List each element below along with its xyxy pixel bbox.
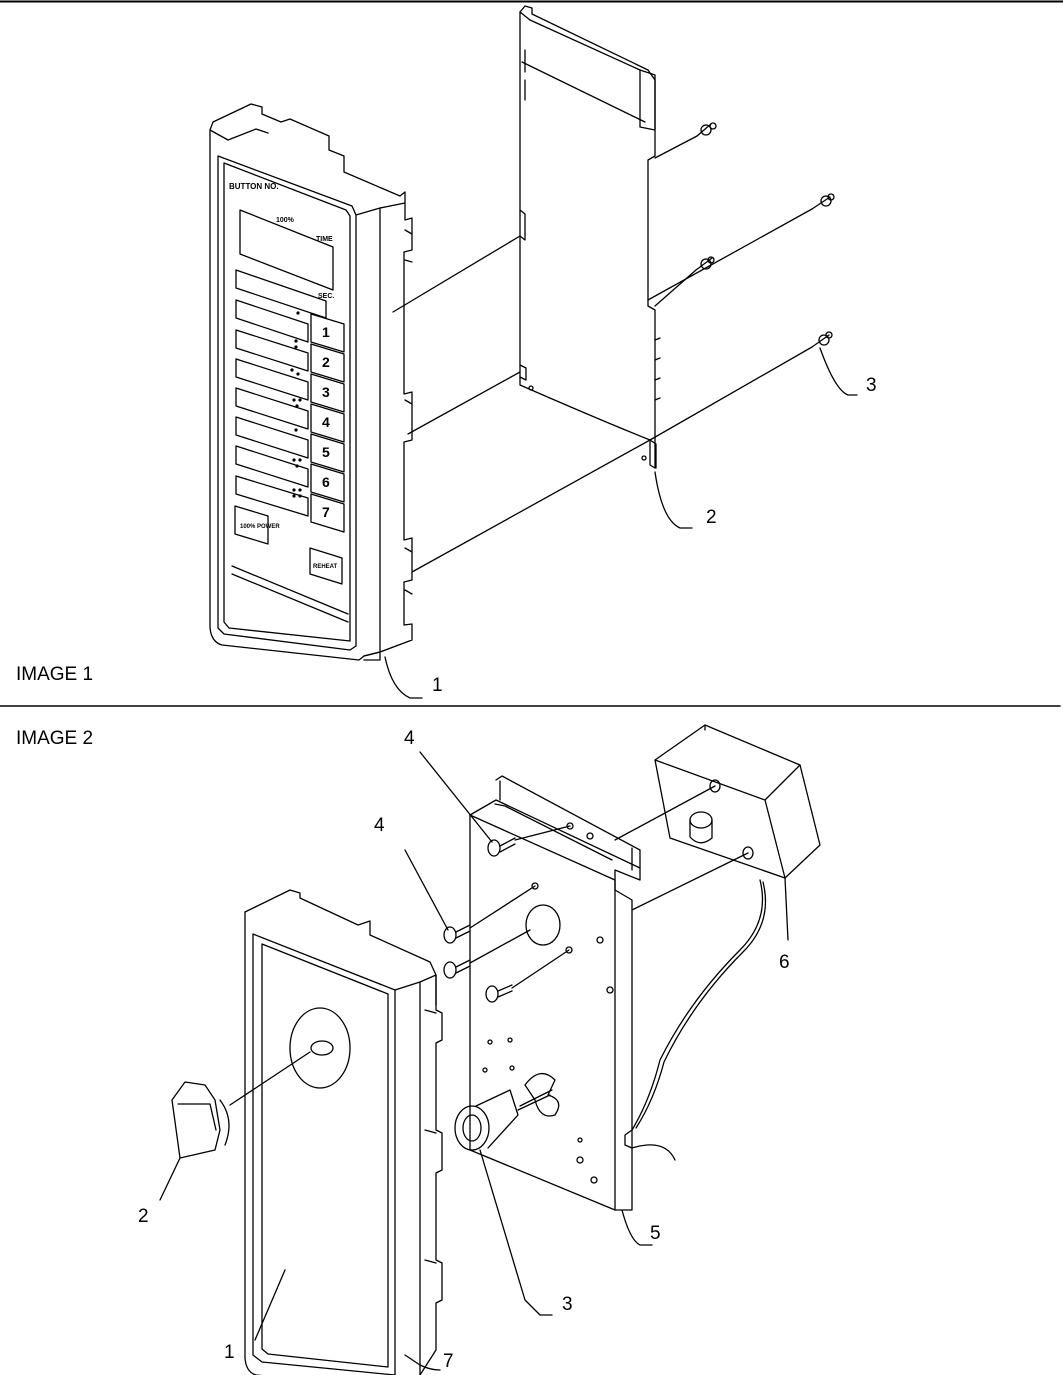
key-6: 6 bbox=[322, 474, 330, 490]
image1-circuit-board bbox=[519, 5, 661, 469]
image2-callout-5: 5 bbox=[650, 1223, 661, 1244]
time-label: TIME bbox=[316, 236, 333, 243]
reheat-button-label: REHEAT bbox=[313, 564, 338, 570]
key-1: 1 bbox=[322, 324, 330, 340]
image1-callout-3: 3 bbox=[866, 375, 877, 396]
key-2: 2 bbox=[322, 354, 330, 370]
image2-callout-6: 6 bbox=[779, 952, 790, 973]
key-7: 7 bbox=[322, 504, 330, 520]
image2-callout-3: 3 bbox=[562, 1294, 573, 1315]
key-3: 3 bbox=[322, 384, 330, 400]
image2-screws bbox=[443, 837, 516, 1003]
image1-callout-2: 2 bbox=[706, 507, 717, 528]
power-100-button-label: 100% POWER bbox=[240, 524, 280, 530]
image1-leaders bbox=[654, 347, 858, 529]
image1-callout-1: 1 bbox=[432, 675, 443, 696]
image2-callout-4b: 4 bbox=[374, 815, 385, 836]
key-5: 5 bbox=[322, 444, 330, 460]
image2-motor bbox=[631, 724, 821, 1161]
image2-leaders bbox=[159, 751, 789, 1371]
image1-title: IMAGE 1 bbox=[16, 664, 94, 685]
button-no-label: BUTTON NO. bbox=[229, 182, 279, 191]
image2-callout-4a: 4 bbox=[404, 728, 415, 749]
sec-label: SEC. bbox=[318, 293, 334, 300]
image1-front-panel bbox=[209, 103, 423, 699]
image2-assembly-lines bbox=[469, 785, 749, 989]
image2-title: IMAGE 2 bbox=[16, 728, 94, 749]
key-4: 4 bbox=[322, 414, 330, 430]
image2-switch-shaft bbox=[454, 1089, 519, 1151]
image1-assembly-lines bbox=[392, 135, 813, 573]
power-100-label: 100% bbox=[276, 217, 295, 224]
image2-callout-7: 7 bbox=[443, 1351, 454, 1372]
image1-screws bbox=[695, 122, 835, 348]
image2-mounting-plate bbox=[469, 775, 641, 1211]
image2-callout-1: 1 bbox=[224, 1342, 235, 1363]
image2-knob-panel bbox=[171, 889, 443, 1375]
image2-callout-2: 2 bbox=[138, 1206, 149, 1227]
